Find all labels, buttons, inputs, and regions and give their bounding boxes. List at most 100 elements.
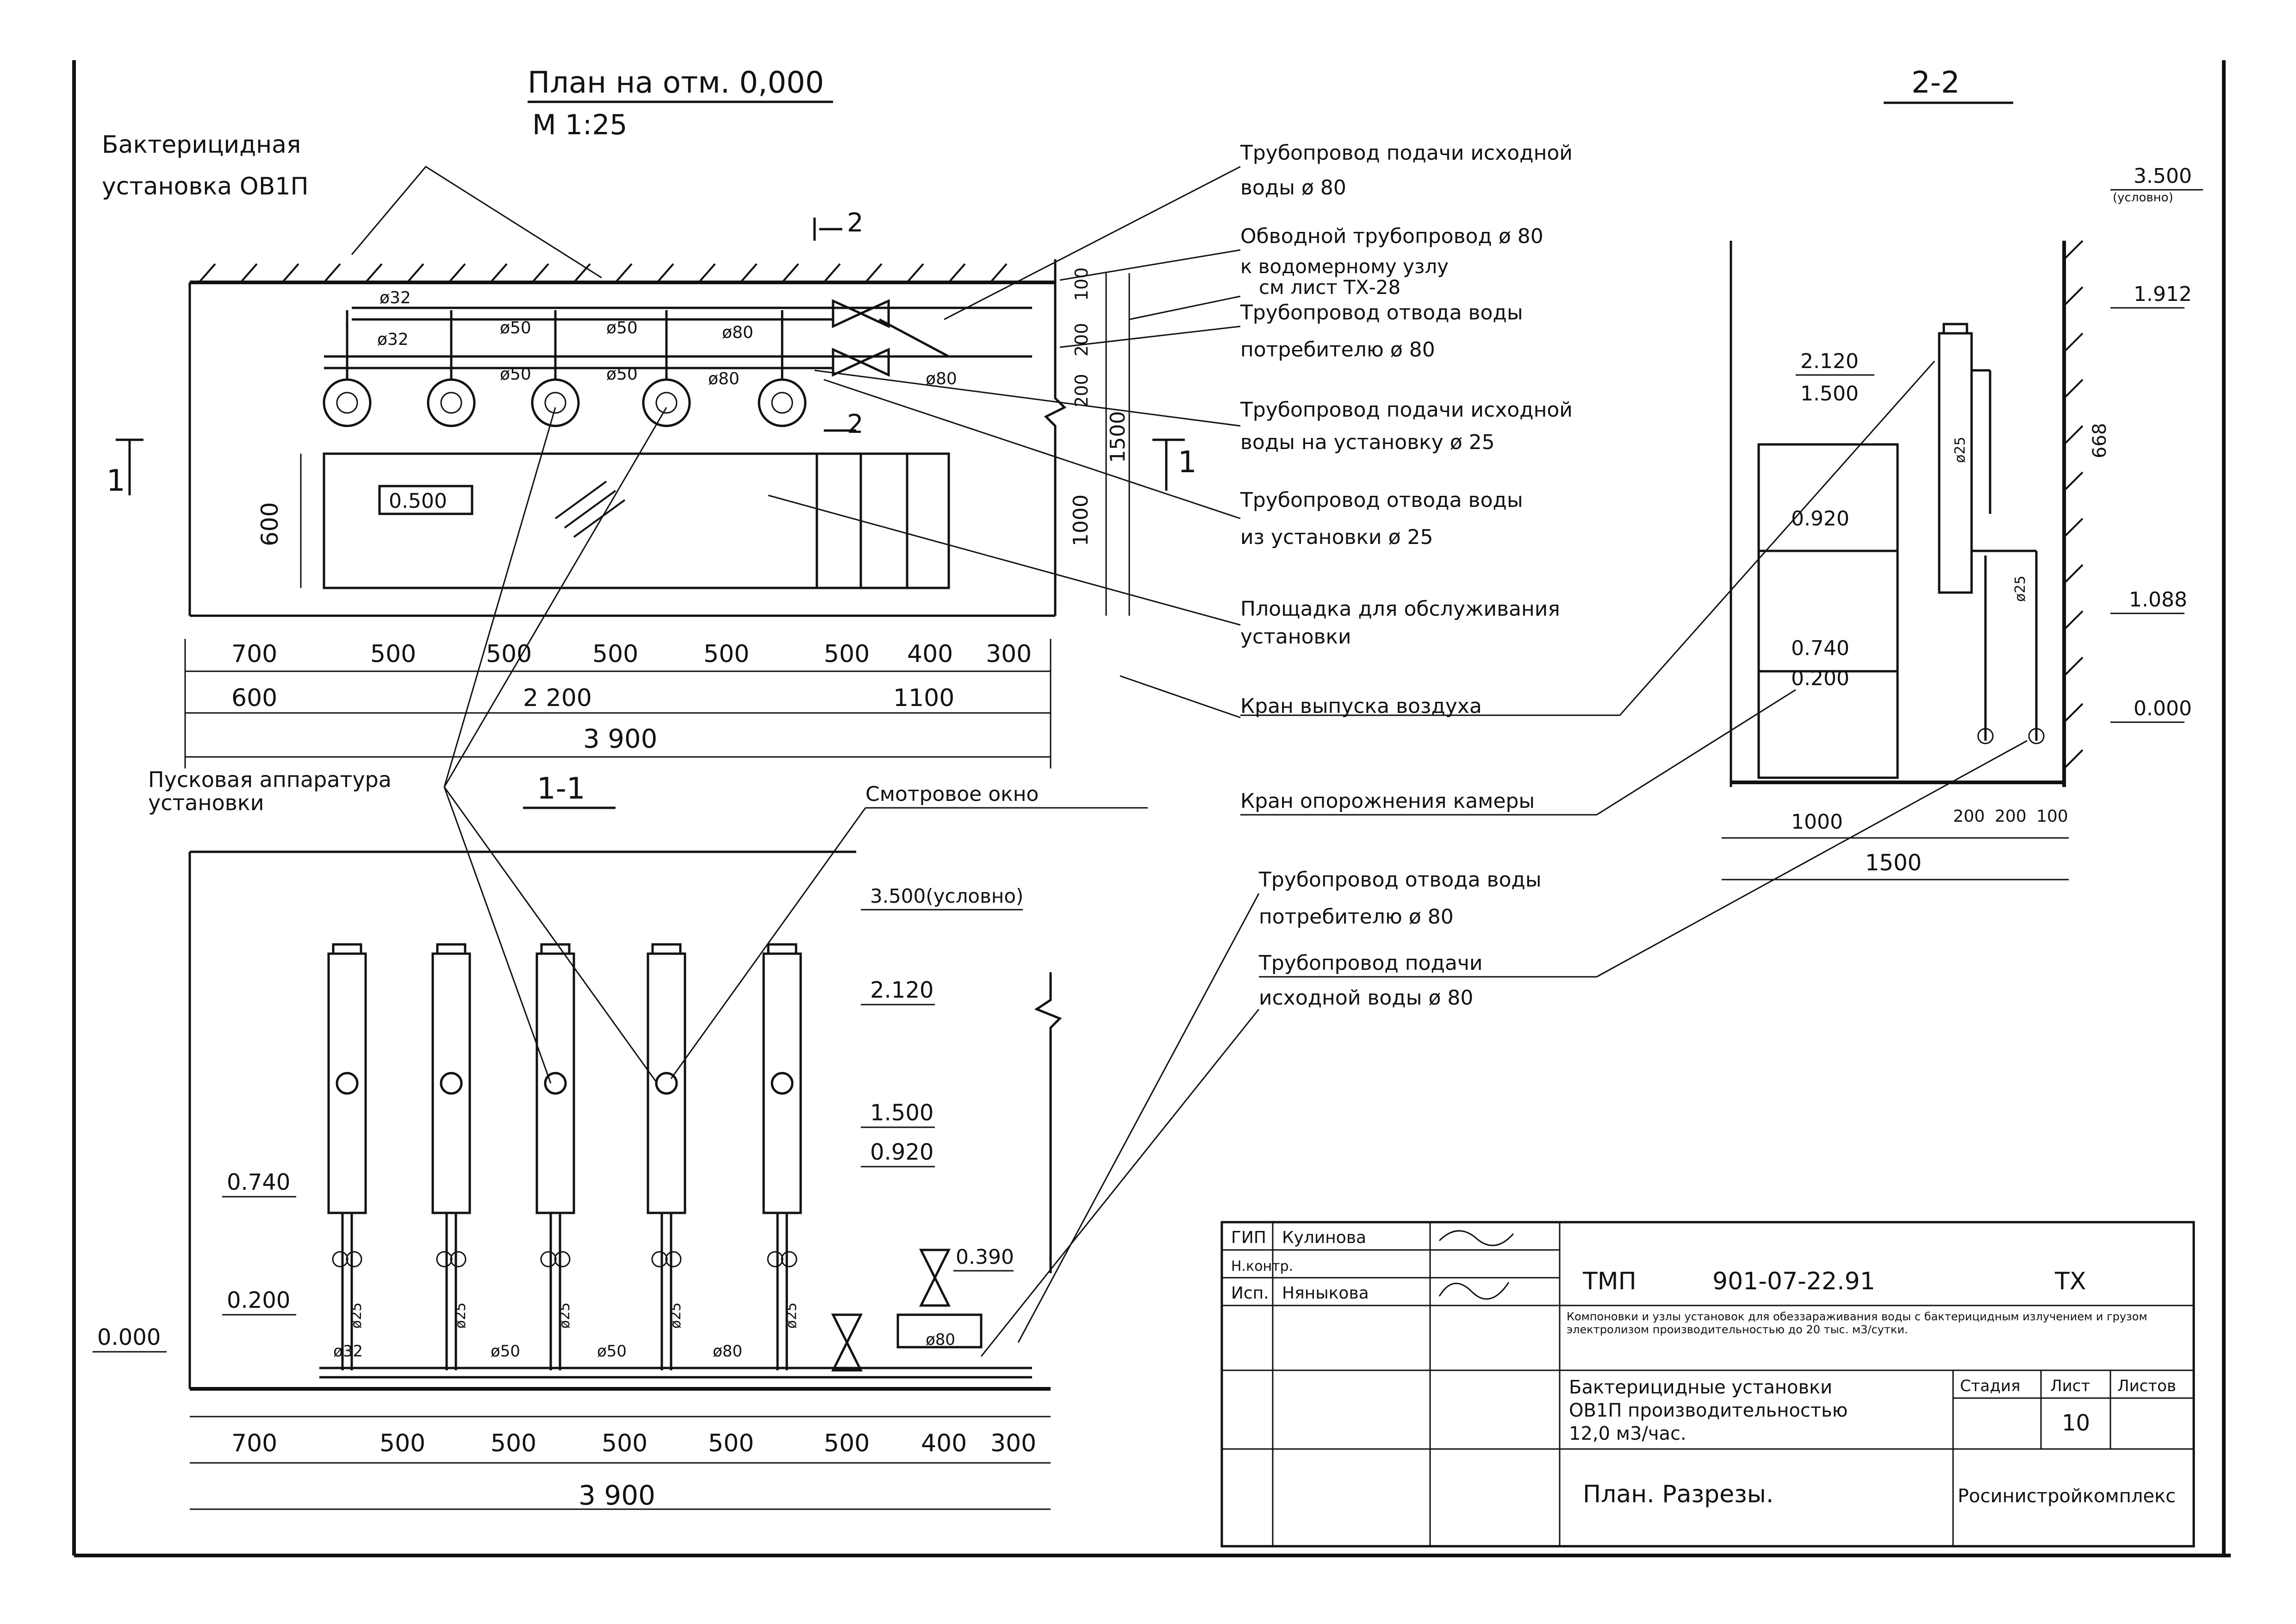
tb-header: Лист: [2050, 1377, 2090, 1395]
s11-level: 1.500: [870, 1100, 933, 1126]
tb-sheet-title: Бактерицидные установки: [1569, 1377, 1832, 1398]
plan-pipe-label: ø32: [377, 330, 409, 349]
tb-number: 901-07-22.91: [1712, 1268, 1875, 1295]
plan-unit-5: [758, 310, 807, 427]
plan-dim-right: 100: [1071, 267, 1092, 301]
s11-pipe-label: ø50: [597, 1342, 627, 1361]
s22-level: (условно): [2113, 191, 2173, 205]
s11-dim: 500: [602, 1430, 647, 1457]
tb-sheet-title: ОВ1П производительностью: [1569, 1400, 1848, 1421]
plan-dim: 500: [703, 640, 749, 668]
unit-column-3: [535, 943, 575, 1370]
plan-hatch-mark: [554, 481, 626, 538]
callout-bact-unit: установка ОВ1П: [102, 173, 309, 200]
callout-right: Кран опорожнения камеры: [1240, 789, 1535, 813]
plan-dim-right: 1500: [1106, 411, 1130, 463]
s22-level: 3.500: [2134, 164, 2192, 188]
s11-dim-total: 3 900: [579, 1480, 655, 1511]
callout-right: Трубопровод подачи исходной: [1240, 398, 1573, 422]
callout-start-gear: Пусковая аппаратура: [148, 767, 392, 792]
s11-dim: 500: [708, 1430, 754, 1457]
section-1-1-valves: [831, 1249, 983, 1372]
plan-pipe-label: ø32: [380, 288, 411, 307]
plan-title: План на отм. 0,000: [528, 66, 824, 100]
tb-name: Кулинова: [1282, 1228, 1366, 1247]
section-2-2: 2-2 ø25 ø25 3.500 (условно) 1.912: [1722, 66, 2203, 881]
plan-dim-right: 1000: [1069, 494, 1093, 546]
section-1-1-title: 1-1: [537, 772, 585, 806]
s11-level: 2.120: [870, 977, 933, 1003]
s11-level: 0.920: [870, 1139, 933, 1165]
s22-level: 1.912: [2134, 282, 2192, 306]
plan-bypass: [878, 318, 950, 358]
section-2-2-title: 2-2: [1911, 66, 1960, 100]
plan-dim: 500: [370, 640, 416, 668]
s22-level: 2.120: [1800, 350, 1859, 373]
s11-dim: 700: [231, 1430, 277, 1457]
s22-level: 1.500: [1800, 382, 1859, 406]
tb-content: План. Разрезы.: [1583, 1480, 1773, 1508]
callout-right: Трубопровод подачи: [1258, 951, 1482, 975]
platform-level-box: [378, 485, 473, 515]
plan-pipe-label: ø80: [708, 369, 740, 388]
plan-dim: 500: [824, 640, 870, 668]
s22-dim: 100: [2036, 807, 2068, 826]
s11-pipe-label: ø25: [453, 1302, 469, 1329]
s11-level: 3.500(условно): [870, 885, 1023, 907]
platform-level: 0.500: [389, 489, 447, 513]
section-2-2-wall-hatch: [2063, 240, 2084, 769]
plan-pipe-label: ø50: [500, 365, 531, 384]
callout-right: из установки ø 25: [1240, 525, 1433, 549]
plan-view: План на отм. 0,000 М 1:25: [106, 66, 1197, 768]
plan-dim: 1100: [893, 684, 954, 712]
s11-dim: 500: [491, 1430, 536, 1457]
section-1-1: 1-1: [93, 772, 1062, 1511]
signature: [1438, 1230, 1514, 1246]
plan-pipe-label: ø80: [722, 323, 753, 342]
signature: [1438, 1282, 1510, 1300]
plan-pipe-label: ø50: [606, 365, 638, 384]
plan-wall-hatch: [198, 263, 1008, 283]
plan-unit-2: [427, 310, 476, 427]
callout-right: Трубопровод отвода воды: [1240, 488, 1523, 512]
unit-column-2: [431, 943, 471, 1370]
tb-role: Н.контр.: [1231, 1258, 1293, 1274]
s22-level: 1.088: [2129, 588, 2187, 612]
plan-dim: 700: [231, 640, 277, 668]
plan-unit-4: [642, 310, 691, 427]
s11-pipe-label: ø25: [557, 1302, 573, 1329]
s11-level: 0.740: [227, 1169, 290, 1195]
s11-level: 0.200: [227, 1287, 290, 1313]
s11-level: 0.390: [956, 1245, 1014, 1269]
unit-column-5: [762, 943, 802, 1370]
plan-scale: М 1:25: [532, 109, 628, 141]
callout-right: Трубопровод подачи исходной: [1240, 141, 1573, 165]
callout-right: воды ø 80: [1240, 176, 1346, 200]
s11-pipe-label: ø80: [926, 1330, 955, 1349]
plan-dim-total: 3 900: [583, 724, 657, 754]
plan-dim: 500: [592, 640, 638, 668]
callout-right: Трубопровод отвода воды: [1240, 301, 1523, 325]
s11-pipe-label: ø50: [491, 1342, 520, 1361]
s11-dim: 400: [921, 1430, 967, 1457]
s22-pipe-label: ø25: [2012, 575, 2028, 602]
callout-right: воды на установку ø 25: [1240, 431, 1495, 454]
s22-level: 0.740: [1791, 637, 1849, 660]
plan-dim-right: 200: [1071, 323, 1092, 356]
plan-service-platform: [323, 452, 950, 589]
tb-name: Няныкова: [1282, 1284, 1369, 1303]
unit-column-4: [647, 943, 686, 1370]
callout-right: Площадка для обслуживания: [1240, 597, 1560, 621]
s22-dim: 200: [1953, 807, 1985, 826]
s11-level: 0.000: [97, 1324, 161, 1350]
section-mark-1-right: 1: [1178, 445, 1197, 480]
plan-break-line: [1044, 259, 1067, 616]
section-mark-2-top: 2: [847, 208, 864, 238]
tb-header: Стадия: [1960, 1377, 2020, 1395]
tb-role: Исп.: [1231, 1284, 1269, 1303]
tb-sheet-title: 12,0 м3/час.: [1569, 1423, 1686, 1444]
s22-dim-668: 668: [2089, 423, 2110, 458]
s22-pipe-label: ø25: [1952, 437, 1968, 463]
plan-dim-right: 200: [1071, 374, 1092, 407]
